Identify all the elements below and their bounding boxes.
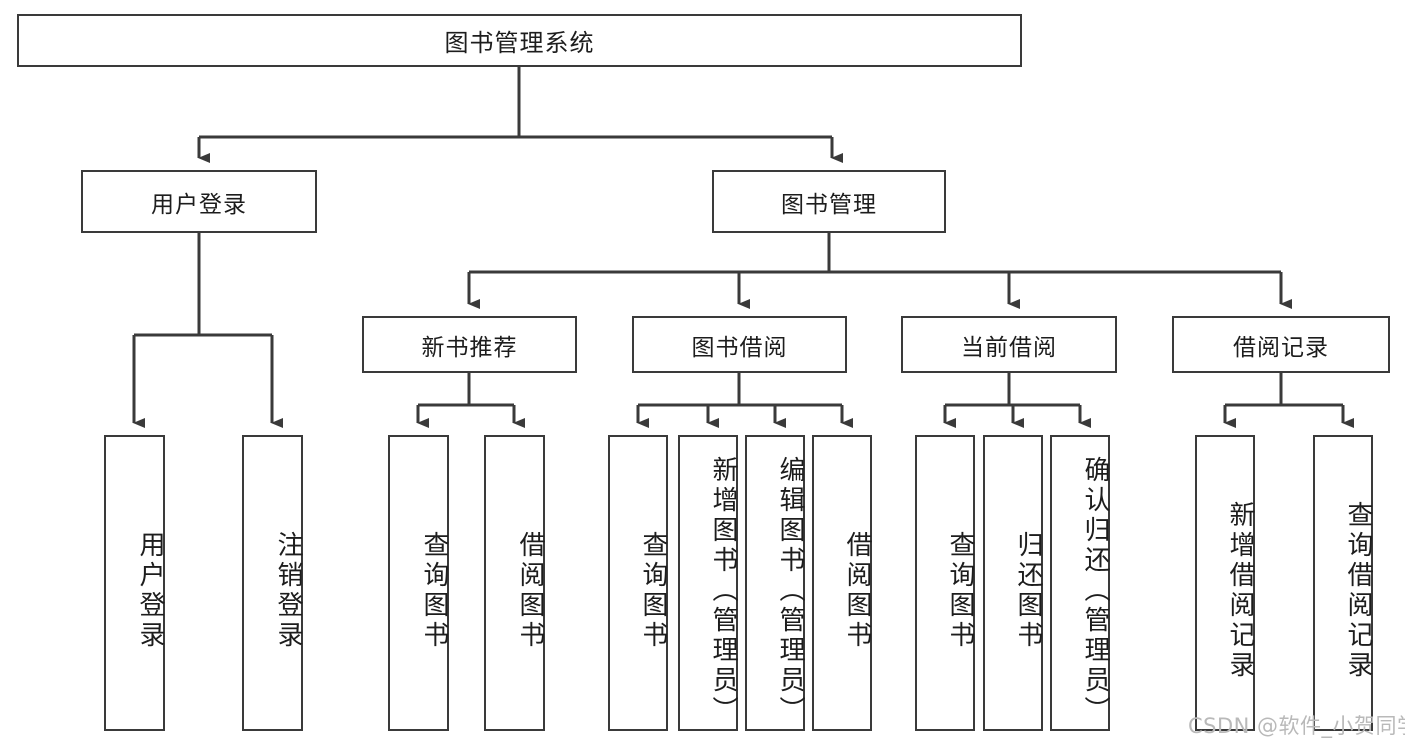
node-label: 借阅图书 — [842, 531, 872, 651]
node-leaf-query-book-cb[interactable]: 查询图书 — [915, 435, 975, 731]
node-label: 查询图书 — [945, 531, 975, 651]
node-label: 新增图书（管理员） — [708, 456, 738, 726]
node-label: 借阅记录 — [1233, 334, 1329, 361]
node-label: 归还图书 — [1013, 531, 1043, 651]
node-label: 图书借阅 — [691, 334, 788, 361]
node-leaf-return-book[interactable]: 归还图书 — [983, 435, 1043, 731]
node-label: 编辑图书（管理员） — [775, 456, 805, 726]
node-label: 确认归还（管理员） — [1080, 456, 1110, 726]
node-leaf-borrow-book-nbr[interactable]: 借阅图书 — [484, 435, 545, 731]
node-root-system[interactable]: 图书管理系统 — [17, 14, 1022, 67]
node-leaf-query-book-nbr[interactable]: 查询图书 — [388, 435, 449, 731]
csdn-watermark: CSDN @软件_小贺同学 — [1188, 714, 1405, 738]
node-leaf-add-book[interactable]: 新增图书（管理员） — [678, 435, 738, 731]
node-new-book-recommend[interactable]: 新书推荐 — [362, 316, 577, 373]
node-label: 借阅图书 — [515, 531, 545, 651]
node-label: 查询借阅记录 — [1343, 501, 1373, 681]
node-leaf-user-login[interactable]: 用户登录 — [104, 435, 165, 731]
node-borrow-record[interactable]: 借阅记录 — [1172, 316, 1390, 373]
node-book-borrow[interactable]: 图书借阅 — [632, 316, 847, 373]
node-label: 查询图书 — [638, 531, 668, 651]
node-label: 图书管理系统 — [444, 29, 595, 57]
node-label: 查询图书 — [419, 531, 449, 651]
node-current-borrow[interactable]: 当前借阅 — [901, 316, 1117, 373]
node-user-login[interactable]: 用户登录 — [81, 170, 317, 233]
node-leaf-query-book-bb[interactable]: 查询图书 — [608, 435, 668, 731]
node-leaf-confirm-return[interactable]: 确认归还（管理员） — [1050, 435, 1110, 731]
node-label: 用户登录 — [135, 531, 165, 651]
node-label: 图书管理 — [781, 191, 877, 218]
node-label: 注销登录 — [273, 531, 303, 651]
node-leaf-borrow-book-bb[interactable]: 借阅图书 — [812, 435, 872, 731]
node-label: 新增借阅记录 — [1225, 501, 1255, 681]
node-leaf-add-record[interactable]: 新增借阅记录 — [1195, 435, 1255, 731]
node-label: 新书推荐 — [421, 334, 518, 361]
node-leaf-user-logout[interactable]: 注销登录 — [242, 435, 303, 731]
node-leaf-edit-book[interactable]: 编辑图书（管理员） — [745, 435, 805, 731]
node-label: 用户登录 — [151, 191, 247, 218]
node-book-manage[interactable]: 图书管理 — [712, 170, 946, 233]
node-label: 当前借阅 — [961, 334, 1057, 361]
node-leaf-query-record[interactable]: 查询借阅记录 — [1313, 435, 1373, 731]
